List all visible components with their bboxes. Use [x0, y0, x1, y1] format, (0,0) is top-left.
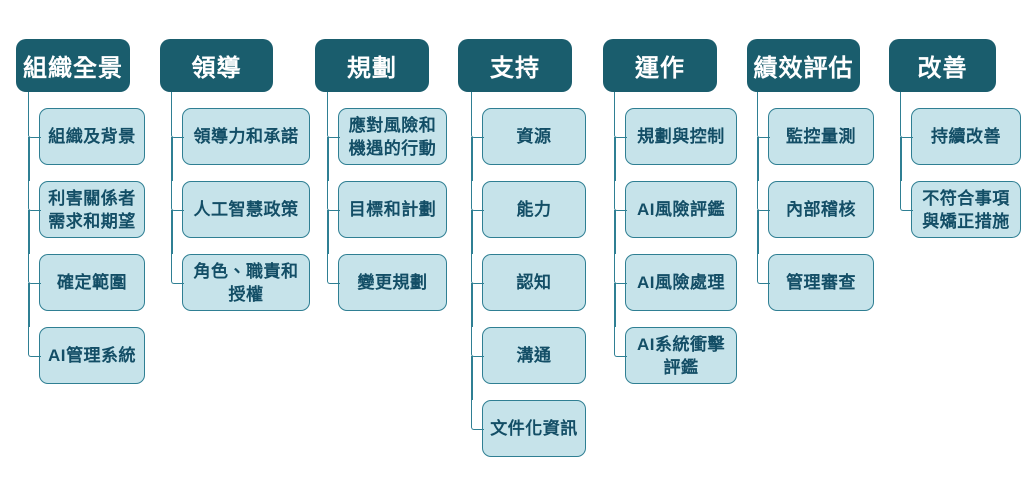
node-resources: 資源: [471, 92, 586, 181]
node-actions-to-address-risks-and-opportunities: 應對風險和 機遇的行動: [327, 92, 447, 181]
node-management-review: 管理審查: [757, 238, 874, 311]
children-support: 資源 能力 認知 溝通 文件化資訊: [471, 92, 586, 457]
node-ai-system-impact-assessment: AI系統衝擊 評鑑: [614, 311, 737, 384]
column-header-operation: 運作: [603, 39, 717, 92]
node-scope-determination: 確定範圍: [28, 238, 145, 327]
node-awareness: 認知: [471, 238, 586, 327]
node-objectives-and-planning: 目標和計劃: [327, 165, 447, 254]
node-ai-risk-assessment: AI風險評鑑: [614, 165, 737, 254]
column-header-support: 支持: [458, 39, 572, 92]
children-planning: 應對風險和 機遇的行動 目標和計劃 變更規劃: [327, 92, 447, 311]
node-organization-and-its-context: 組織及背景: [28, 92, 145, 181]
children-improvement: 持續改善 不符合事項 與矯正措施: [900, 92, 1021, 238]
node-monitoring-and-measurement: 監控量測: [757, 92, 874, 181]
column-operation: 運作 規劃與控制 AI風險評鑑 AI風險處理 AI系統衝擊 評鑑: [603, 39, 737, 384]
node-ai-risk-treatment: AI風險處理: [614, 238, 737, 327]
node-leadership-and-commitment: 領導力和承諾: [171, 92, 310, 181]
column-header-leadership: 領導: [160, 39, 273, 92]
node-internal-audit: 內部稽核: [757, 165, 874, 254]
column-planning: 規劃 應對風險和 機遇的行動 目標和計劃 變更規劃: [315, 39, 447, 311]
column-support: 支持 資源 能力 認知 溝通 文件化資訊: [458, 39, 586, 457]
column-performance-evaluation: 績效評估 監控量測 內部稽核 管理審查: [747, 39, 874, 311]
node-continual-improvement: 持續改善: [900, 92, 1021, 181]
node-roles-responsibilities-authorities: 角色、職責和 授權: [171, 238, 310, 311]
column-header-organization-context: 組織全景: [16, 39, 130, 92]
node-documented-information: 文件化資訊: [471, 384, 586, 457]
node-stakeholder-needs-and-expectations: 利害關係者 需求和期望: [28, 165, 145, 254]
node-nonconformity-and-corrective-action: 不符合事項 與矯正措施: [900, 165, 1021, 238]
children-leadership: 領導力和承諾 人工智慧政策 角色、職責和 授權: [171, 92, 310, 311]
node-planning-of-changes: 變更規劃: [327, 238, 447, 311]
node-ai-management-system: AI管理系統: [28, 311, 145, 384]
children-operation: 規劃與控制 AI風險評鑑 AI風險處理 AI系統衝擊 評鑑: [614, 92, 737, 384]
column-improvement: 改善 持續改善 不符合事項 與矯正措施: [889, 39, 1021, 238]
column-header-performance-evaluation: 績效評估: [747, 39, 860, 92]
children-organization-context: 組織及背景 利害關係者 需求和期望 確定範圍 AI管理系統: [28, 92, 145, 384]
column-organization-context: 組織全景 組織及背景 利害關係者 需求和期望 確定範圍 AI管理系統: [16, 39, 145, 384]
node-competence: 能力: [471, 165, 586, 254]
node-ai-policy: 人工智慧政策: [171, 165, 310, 254]
node-operational-planning-and-control: 規劃與控制: [614, 92, 737, 181]
column-header-planning: 規劃: [315, 39, 429, 92]
column-header-improvement: 改善: [889, 39, 996, 92]
node-communication: 溝通: [471, 311, 586, 400]
children-performance-evaluation: 監控量測 內部稽核 管理審查: [757, 92, 874, 311]
column-leadership: 領導 領導力和承諾 人工智慧政策 角色、職責和 授權: [160, 39, 310, 311]
